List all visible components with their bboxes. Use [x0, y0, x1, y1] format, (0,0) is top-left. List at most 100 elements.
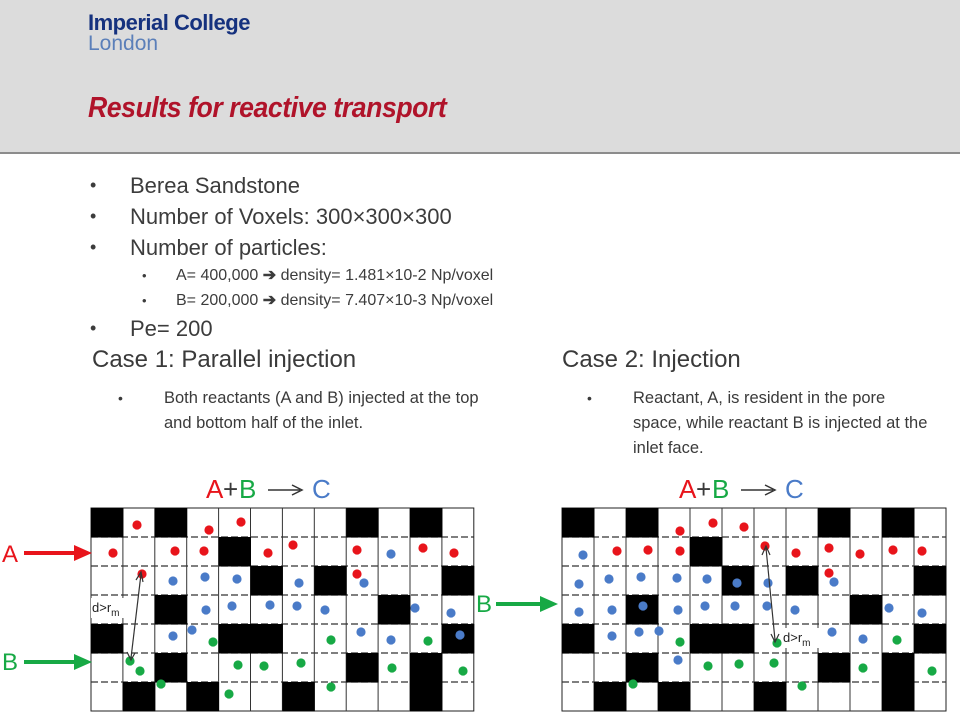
solid-grain-cell: [914, 566, 947, 596]
particle-a: [418, 543, 428, 553]
solid-grain-cell: [818, 508, 851, 538]
particle-b: [638, 601, 648, 611]
logo-line-2: London: [88, 32, 159, 55]
particle-c: [135, 666, 145, 676]
solid-grain-cell: [882, 653, 915, 683]
particle-b: [386, 549, 396, 559]
particle-b: [673, 605, 683, 615]
particle-b: [636, 572, 646, 582]
reaction-product-c: C: [312, 474, 331, 504]
particle-b: [227, 601, 237, 611]
particle-b: [578, 550, 588, 560]
solid-grain-cell: [218, 537, 251, 567]
arrow-right-icon: ➔: [262, 292, 277, 309]
particle-b: [829, 577, 839, 587]
slide-title: Results for reactive transport: [88, 92, 447, 124]
case2-pore-grid: [561, 507, 947, 712]
reaction-arrow-icon: [268, 484, 304, 496]
solid-grain-cell: [562, 624, 595, 654]
particle-b: [294, 578, 304, 588]
particle-c: [326, 635, 336, 645]
particle-b: [827, 627, 837, 637]
bullet-rock: Berea Sandstone: [88, 170, 493, 201]
case1-reaction-equation: A + B C: [206, 474, 331, 504]
case1-description: Both reactants (A and B) injected at the…: [118, 386, 486, 436]
particle-c: [734, 659, 744, 669]
solid-grain-cell: [441, 566, 475, 596]
particle-a: [288, 540, 298, 550]
sub-bullet-b: B= 200,000 ➔ density= 7.407×10-3 Np/voxe…: [130, 288, 493, 313]
solid-grain-cell: [186, 682, 220, 712]
solid-grain-cell: [218, 624, 251, 654]
reaction-product-c: C: [785, 474, 804, 504]
particle-a: [352, 569, 362, 579]
distance-arrow-icon: d>rm: [761, 544, 820, 649]
case1-title: Case 1: Parallel injection: [92, 346, 357, 373]
particle-a: [675, 546, 685, 556]
particle-c: [628, 679, 638, 689]
solid-grain-cell: [410, 508, 443, 538]
logo-line-1: Imperial College: [88, 10, 250, 35]
particle-b: [672, 573, 682, 583]
solid-grain-cell: [91, 624, 124, 654]
solid-grain-cell: [122, 682, 156, 712]
particle-b: [634, 627, 644, 637]
particle-c: [208, 637, 218, 647]
particle-c: [927, 666, 937, 676]
sub-b-count: B= 200,000: [176, 292, 263, 309]
particle-a: [824, 568, 834, 578]
particle-b: [574, 607, 584, 617]
sub-bullet-a: A= 400,000 ➔ density= 1.481×10-2 Np/voxe…: [130, 263, 493, 288]
particle-a: [108, 548, 118, 558]
solid-grain-cell: [410, 653, 443, 683]
solid-grain-cell: [346, 508, 379, 538]
solid-grain-cell: [850, 595, 883, 625]
case2-title: Case 2: Injection: [562, 346, 741, 373]
particle-b: [320, 605, 330, 615]
case2-description: Reactant, A, is resident in the pore spa…: [587, 386, 933, 461]
particle-c: [769, 658, 779, 668]
particle-b: [386, 635, 396, 645]
sub-a-count: A= 400,000: [176, 267, 263, 284]
particle-b: [702, 574, 712, 584]
particle-c: [703, 661, 713, 671]
reaction-reactant-b: B: [712, 474, 729, 504]
solid-grain-cell: [282, 682, 315, 712]
particle-a: [204, 525, 214, 535]
particle-b: [410, 603, 420, 613]
particle-c: [675, 637, 685, 647]
particle-c: [156, 679, 166, 689]
reaction-reactant-a: A: [679, 474, 697, 504]
solid-grain-cell: [154, 508, 188, 538]
particle-b: [730, 601, 740, 611]
particle-b: [604, 574, 614, 584]
distance-label: d>rm: [92, 600, 120, 619]
imperial-logo: Imperial College London: [88, 10, 250, 55]
particle-c: [458, 666, 468, 676]
particle-b: [446, 608, 456, 618]
particle-b: [732, 578, 742, 588]
reaction-reactant-b: B: [239, 474, 256, 504]
solid-grain-cell: [250, 624, 283, 654]
particle-b: [917, 608, 927, 618]
solid-grain-cell: [154, 595, 188, 625]
particle-c: [326, 682, 336, 692]
particle-b: [654, 626, 664, 636]
particle-a: [236, 517, 246, 527]
particle-b: [265, 600, 275, 610]
particle-b: [356, 627, 366, 637]
particle-c: [858, 663, 868, 673]
particle-c: [423, 636, 433, 646]
particle-b: [607, 605, 617, 615]
distance-label: d>rm: [783, 630, 811, 649]
particle-b: [359, 578, 369, 588]
particle-b: [574, 579, 584, 589]
solid-grain-cell: [914, 624, 947, 654]
solid-grain-cell: [594, 682, 627, 712]
particle-c: [296, 658, 306, 668]
particle-a: [917, 546, 927, 556]
particle-b: [187, 625, 197, 635]
case2-reaction-equation: A + B C: [679, 474, 804, 504]
particle-a: [352, 545, 362, 555]
arrow-right-icon: ➔: [262, 267, 277, 284]
